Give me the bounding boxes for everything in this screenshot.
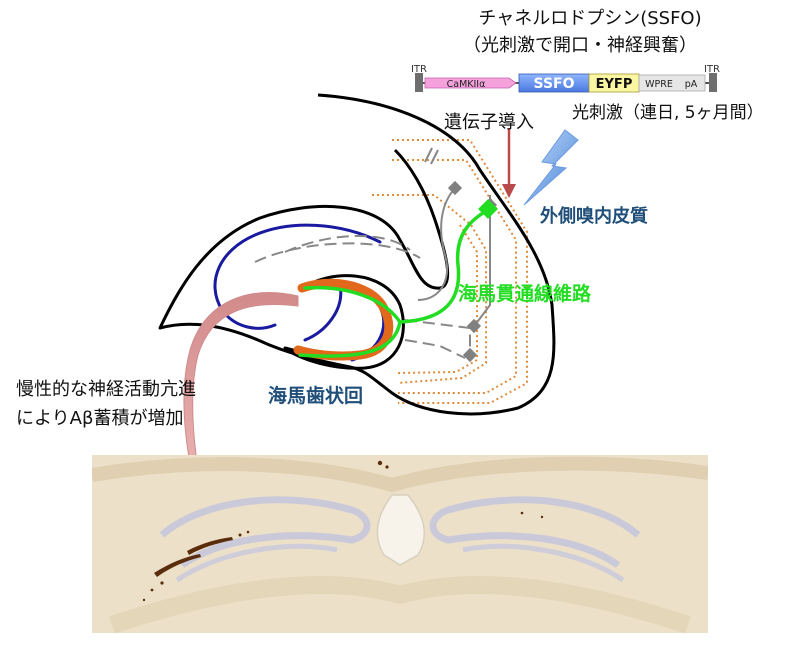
left-hippocampus-layer bbox=[159, 496, 371, 568]
title-line-1: チャネルロドプシン(SSFO) bbox=[478, 8, 701, 29]
pink-curved-arrow bbox=[183, 292, 299, 455]
itr-left-box bbox=[415, 73, 423, 92]
dentate-granule-curve bbox=[303, 283, 343, 342]
abeta-streak-2 bbox=[154, 554, 201, 577]
abeta-dot-7 bbox=[385, 465, 389, 469]
right-dentate-layer bbox=[462, 543, 625, 583]
abeta-dot-4 bbox=[150, 588, 154, 592]
perforant-branch-2 bbox=[298, 320, 402, 358]
entorhinal-layer-2 bbox=[392, 159, 517, 394]
pa-label: pA bbox=[685, 79, 698, 90]
abeta-dot-5 bbox=[142, 598, 146, 602]
abeta-plaques bbox=[142, 460, 544, 602]
left-dentate-layer bbox=[175, 543, 338, 583]
itr-left-label: ITR bbox=[411, 64, 427, 75]
photo-stim-label: 光刺激（連日, 5ヶ月間） bbox=[572, 103, 764, 123]
brain-section-image bbox=[92, 455, 708, 633]
entorhinal-layer-4 bbox=[397, 224, 478, 374]
hippocampus-outline bbox=[158, 93, 556, 416]
entorhinal-layer-1 bbox=[392, 139, 528, 404]
cortex-band bbox=[92, 456, 708, 493]
right-hippocampus-layer bbox=[429, 496, 641, 568]
abeta-dot-8 bbox=[520, 511, 524, 515]
neuron-marker-4 bbox=[462, 347, 478, 363]
abeta-dot-3 bbox=[160, 581, 164, 585]
entorhinal-layers bbox=[372, 139, 528, 404]
abeta-dot-9 bbox=[540, 515, 544, 519]
gene-transfer-arrow bbox=[502, 128, 516, 198]
title-line-2: （光刺激で開口・神経興奮） bbox=[463, 35, 697, 56]
itr-right-box bbox=[709, 73, 717, 92]
gray-solid-fibers bbox=[417, 147, 491, 326]
eyfp-label: EYFP bbox=[596, 77, 633, 92]
abeta-dot-6 bbox=[377, 460, 383, 466]
perforant-main-fiber bbox=[398, 208, 490, 324]
thalamus-band bbox=[109, 576, 691, 633]
promoter-label: CaMKIIα bbox=[447, 79, 486, 90]
perforant-path-label: 海馬貫通線維路 bbox=[458, 282, 592, 305]
midline-ventricle bbox=[376, 494, 426, 566]
gene-transfer-head bbox=[502, 184, 516, 198]
schaffer-dashed bbox=[284, 235, 411, 253]
hippocampus-outer-contour bbox=[158, 93, 556, 416]
gray-solid-fiber-1 bbox=[417, 187, 456, 301]
entorhinal-layer-3 bbox=[372, 194, 487, 384]
hippocampus-schematic: ITR ITR CaMKIIα SSFO EYFP WPRE pA bbox=[16, 8, 764, 455]
neuron-marker-1 bbox=[447, 180, 463, 196]
perforant-path-fibers bbox=[298, 208, 490, 358]
dentate-gyrus-label: 海馬歯状回 bbox=[268, 384, 363, 407]
ca-pyramidal-curve bbox=[213, 223, 382, 330]
neuron-marker-3 bbox=[466, 318, 482, 334]
lateral-entorhinal-label: 外側嗅内皮質 bbox=[540, 205, 648, 227]
schaffer-dashed-2 bbox=[254, 242, 421, 263]
camkii-promoter-arrow bbox=[424, 77, 517, 89]
dashed-fiber-3 bbox=[404, 319, 471, 355]
tick-mark-1 bbox=[424, 147, 433, 163]
entorhinal-neuron-green bbox=[478, 199, 498, 219]
lightning-bolt-icon bbox=[523, 129, 579, 206]
chronic-activity-line-2: によりAβ蓄積が増加 bbox=[16, 408, 183, 429]
viral-construct: ITR ITR CaMKIIα SSFO EYFP WPRE pA bbox=[411, 64, 720, 93]
tick-mark-2 bbox=[430, 149, 439, 165]
gray-solid-fiber-2 bbox=[474, 195, 491, 326]
gene-transfer-label: 遺伝子導入 bbox=[444, 112, 534, 133]
dashed-fiber-4 bbox=[404, 339, 466, 359]
wpre-pa-box bbox=[638, 74, 706, 92]
abeta-dot-1 bbox=[238, 533, 242, 537]
perforant-branch-1 bbox=[303, 285, 402, 324]
abeta-dot-2 bbox=[246, 530, 250, 534]
itr-right-label: ITR bbox=[704, 64, 720, 75]
ssfo-label: SSFO bbox=[533, 76, 574, 92]
chronic-activity-line-1: 慢性的な神経活動亢進 bbox=[16, 379, 196, 400]
abeta-streak-1 bbox=[187, 537, 233, 555]
wpre-label: WPRE bbox=[645, 79, 673, 90]
